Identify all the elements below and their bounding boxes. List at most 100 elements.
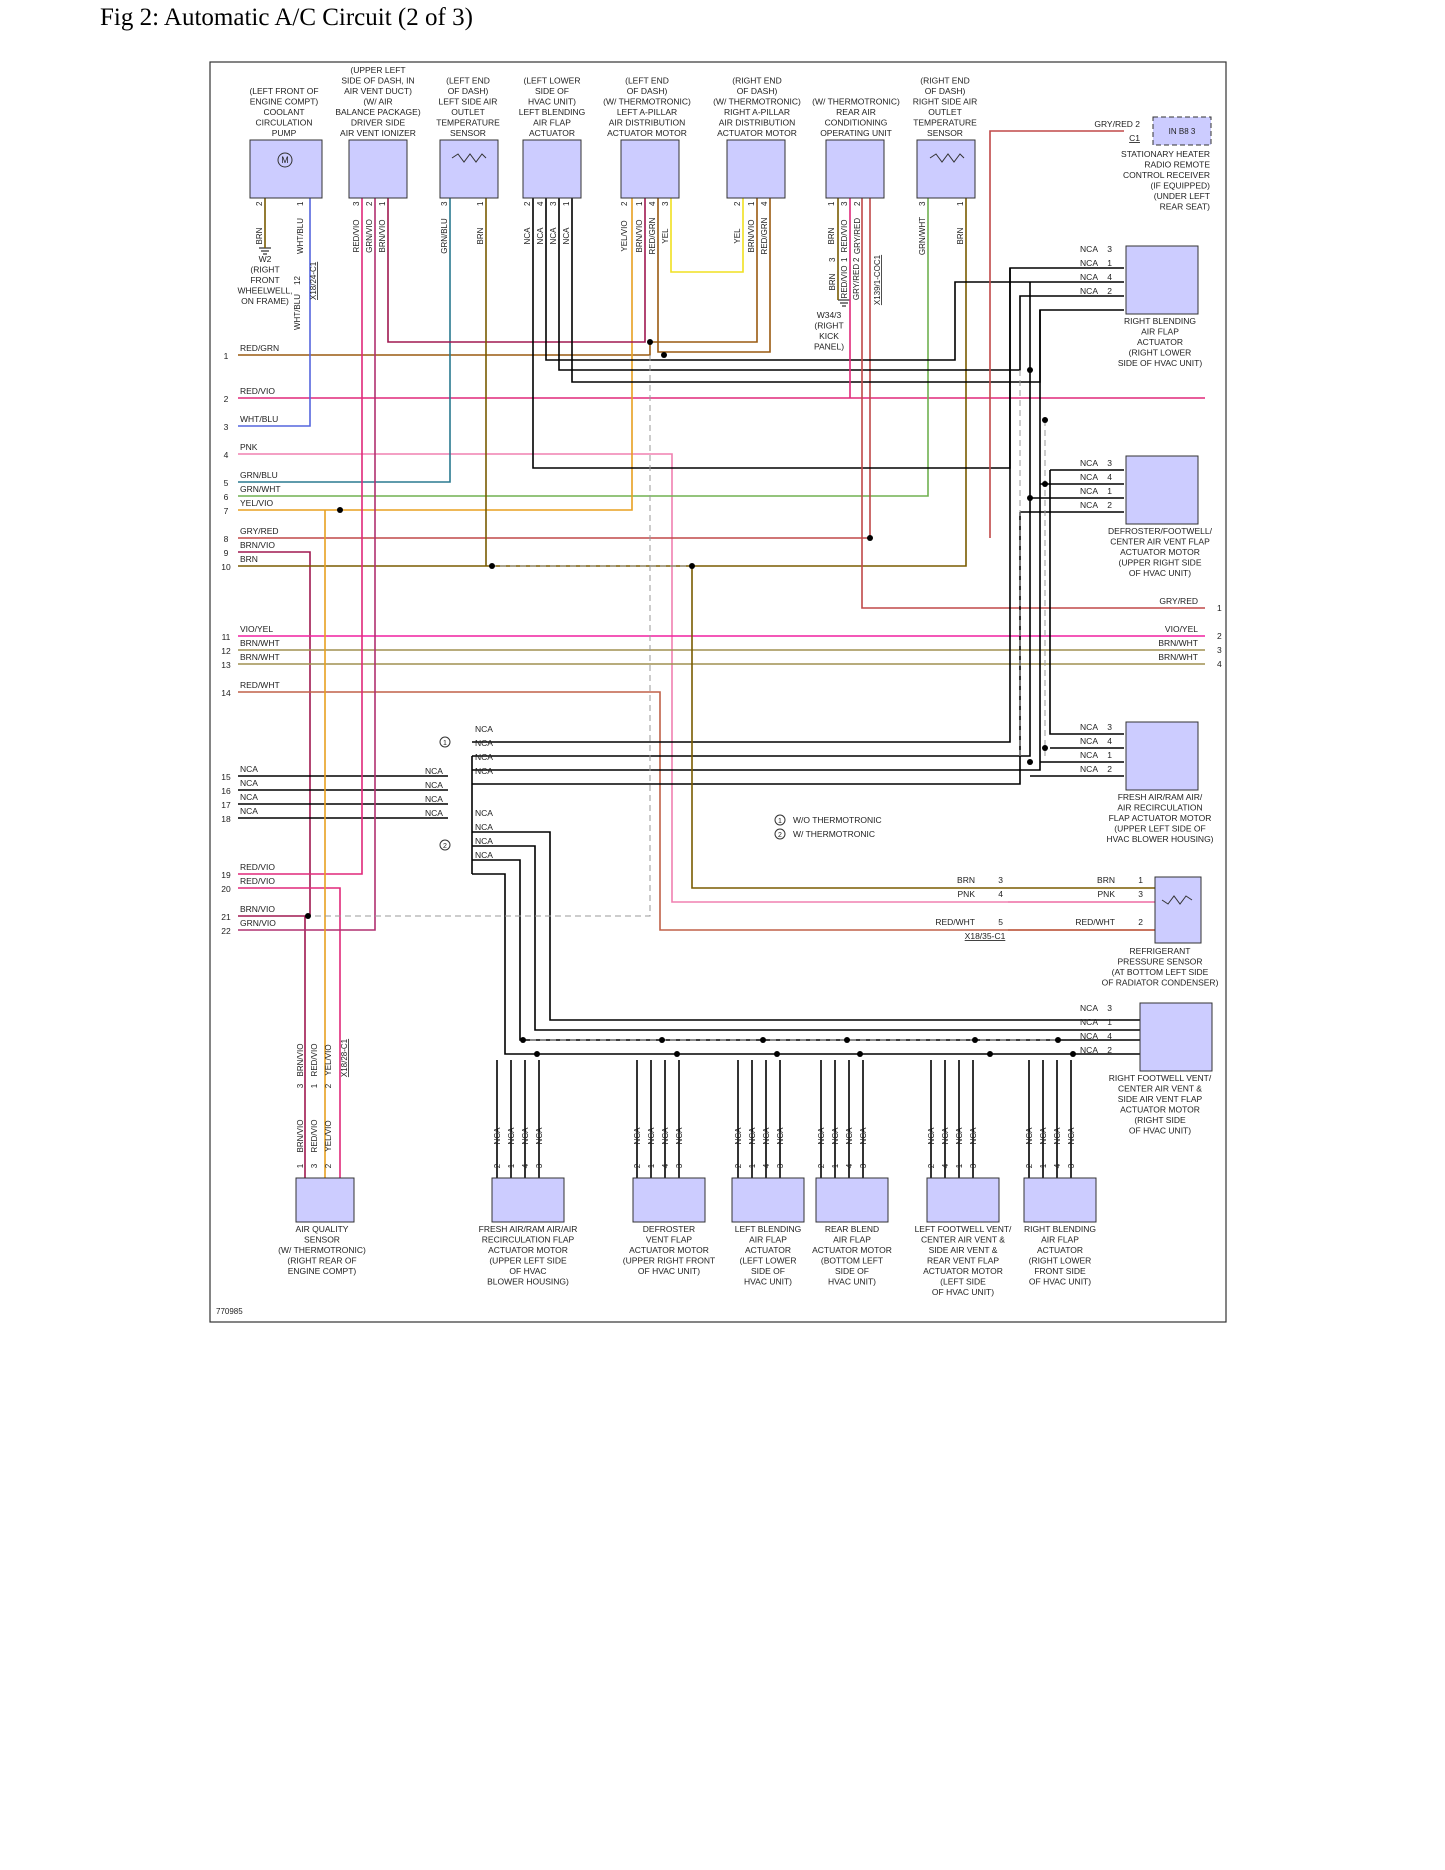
defroster_footwell_motor-wire-label: NCA xyxy=(1080,486,1098,496)
ionizer-pin: 3 xyxy=(352,201,361,206)
left_apillar_motor-pin: 4 xyxy=(648,201,657,206)
splice-dot xyxy=(661,352,667,358)
defroster_footwell_motor-wire-label: NCA xyxy=(1080,500,1098,510)
left_blend_actuator-wire-label: NCA xyxy=(549,227,558,245)
stationary-heater-label: REAR SEAT) xyxy=(1160,202,1211,212)
defroster_footwell_motor-label: OF HVAC UNIT) xyxy=(1129,568,1191,578)
stationary-heater-label: (UNDER LEFT xyxy=(1154,191,1210,201)
left_footwell_motor-pin: 3 xyxy=(969,1163,978,1168)
left_blend_actuator_lower-label: LEFT BLENDING xyxy=(735,1224,801,1234)
right_temp_sensor-pin: 3 xyxy=(918,201,927,206)
fresh_air_motor_upper-box xyxy=(1125,721,1199,791)
splice-dot xyxy=(1042,745,1048,751)
harness-output-color: BRN/WHT xyxy=(1158,638,1198,648)
defroster_vent_motor-label: DEFROSTER xyxy=(643,1224,695,1234)
splice-dot xyxy=(659,1037,665,1043)
wire-14 xyxy=(238,691,1158,931)
air_quality_sensor-label: (W/ THERMOTRONIC) xyxy=(278,1245,366,1255)
ground-w2-label: W2 xyxy=(259,254,272,264)
rear_ac_unit-label: (W/ THERMOTRONIC) xyxy=(812,97,900,107)
right_temp_sensor-label: RIGHT SIDE AIR xyxy=(913,97,978,107)
fresh_air_motor_lower-wire-label: NCA xyxy=(535,1127,544,1145)
left_blend_actuator_lower-label: SIDE OF xyxy=(751,1266,785,1276)
ionizer-pin: 1 xyxy=(378,201,387,206)
right_blend_actuator-wire-label: NCA xyxy=(1080,258,1098,268)
splice-dot xyxy=(647,339,653,345)
ionizer-label: DRIVER SIDE xyxy=(351,118,406,128)
splice-dot xyxy=(867,535,873,541)
ground-w34-label: W34/3 xyxy=(817,310,842,320)
right_blend_actuator_lower-label: AIR FLAP xyxy=(1041,1235,1079,1245)
air_quality_sensor-wire-label: BRN/VIO xyxy=(296,1120,305,1153)
left_apillar_motor-label: (LEFT END xyxy=(625,76,669,86)
right_temp_sensor-label: OF DASH) xyxy=(925,86,966,96)
harness-wire-color: BRN/VIO xyxy=(240,904,275,914)
connector-pin: 12 xyxy=(293,276,302,285)
air_quality_sensor-label: (RIGHT REAR OF xyxy=(287,1256,356,1266)
splice-dot xyxy=(1042,481,1048,487)
right_blend_actuator_lower-label: (RIGHT LOWER xyxy=(1029,1256,1092,1266)
fresh_air_motor_lower-pin: 1 xyxy=(507,1163,516,1168)
defroster_footwell_motor-label: DEFROSTER/FOOTWELL/ xyxy=(1108,526,1213,536)
right_footwell_motor-pin: 4 xyxy=(1107,1031,1112,1041)
splice-dot xyxy=(689,563,695,569)
rear_blend_motor-label: HVAC UNIT) xyxy=(828,1277,876,1287)
left_temp_sensor-wire-label: GRN/BLU xyxy=(440,218,449,254)
right_blend_actuator-pin: 1 xyxy=(1107,258,1112,268)
right_blend_actuator-box xyxy=(1125,245,1199,315)
harness-output-color: VIO/YEL xyxy=(1165,624,1198,634)
legend-key-mark: 2 xyxy=(778,832,782,839)
left_footwell_motor-wire-label: NCA xyxy=(941,1127,950,1145)
ground-w2-label: FRONT xyxy=(250,275,279,285)
stationary-heater-label: STATIONARY HEATER xyxy=(1121,149,1210,159)
ionizer-box xyxy=(348,139,408,199)
right_blend_actuator_lower-label: FRONT SIDE xyxy=(1034,1266,1086,1276)
pressure-sensor-box xyxy=(1154,876,1202,944)
defroster_vent_motor-wire-label: NCA xyxy=(633,1127,642,1145)
harness-wire-color: RED/VIO xyxy=(240,876,275,886)
pressure-sensor-left-pin: 3 xyxy=(998,875,1003,885)
figure-id: 770985 xyxy=(216,1307,243,1316)
right_temp_sensor-box xyxy=(916,139,976,199)
air_quality_sensor-wire-label: RED/VIO xyxy=(310,1120,319,1153)
splice-dot xyxy=(305,913,311,919)
air_quality_sensor-wire-label: YEL/VIO xyxy=(324,1120,333,1151)
harness-nca-label: NCA xyxy=(425,808,443,818)
wire-yel xyxy=(670,198,744,273)
stationary-heater-label: CONTROL RECEIVER xyxy=(1123,170,1210,180)
defroster_footwell_motor-pin: 4 xyxy=(1107,472,1112,482)
pressure-sensor-connector: X18/35-C1 xyxy=(965,931,1006,941)
air_quality_sensor-box xyxy=(295,1177,355,1223)
pressure-sensor-right-wire: BRN xyxy=(1097,875,1115,885)
harness-wire-number: 21 xyxy=(221,912,231,922)
right_blend_actuator-wire-label: NCA xyxy=(1080,286,1098,296)
harness-wire-color: BRN xyxy=(240,554,258,564)
right_blend_actuator_lower-label: ACTUATOR xyxy=(1037,1245,1083,1255)
harness-wire-color: BRN/WHT xyxy=(240,652,280,662)
defroster_footwell_motor-pin: 2 xyxy=(1107,500,1112,510)
rear_ac_unit-label: CONDITIONING xyxy=(825,118,888,128)
splice-dot xyxy=(1055,1037,1061,1043)
wire-4 xyxy=(238,453,1158,903)
motor-symbol-letter: M xyxy=(281,155,289,165)
right_apillar_motor-pin: 1 xyxy=(747,201,756,206)
pressure-sensor-right-pin: 2 xyxy=(1138,917,1143,927)
aq-sensor-conn-pin: 1 xyxy=(310,1083,319,1088)
right_blend_actuator-label: AIR FLAP xyxy=(1141,327,1179,337)
left_footwell_motor-label: OF HVAC UNIT) xyxy=(932,1287,994,1297)
harness-wire-color: NCA xyxy=(240,792,258,802)
left_temp_sensor-box xyxy=(439,139,499,199)
defroster_vent_motor-wire-label: NCA xyxy=(647,1127,656,1145)
splice-dot xyxy=(972,1037,978,1043)
harness-output-number: 1 xyxy=(1217,603,1222,613)
rear_ac_unit-label: OPERATING UNIT xyxy=(820,128,892,138)
left_blend_actuator-wire-label: NCA xyxy=(523,227,532,245)
harness-wire-number: 17 xyxy=(221,800,231,810)
right_footwell_motor-wire-label: NCA xyxy=(1080,1031,1098,1041)
right_apillar_motor-wire-label: RED/GRN xyxy=(760,217,769,254)
connector-x139-pin: 1 xyxy=(840,257,849,262)
rear_ac_unit-wire-label: BRN xyxy=(827,227,836,244)
motor-symbol-icon xyxy=(277,152,293,168)
left_blend_actuator-label: AIR FLAP xyxy=(533,118,571,128)
fresh_air_motor_lower-label: (UPPER LEFT SIDE xyxy=(489,1256,567,1266)
